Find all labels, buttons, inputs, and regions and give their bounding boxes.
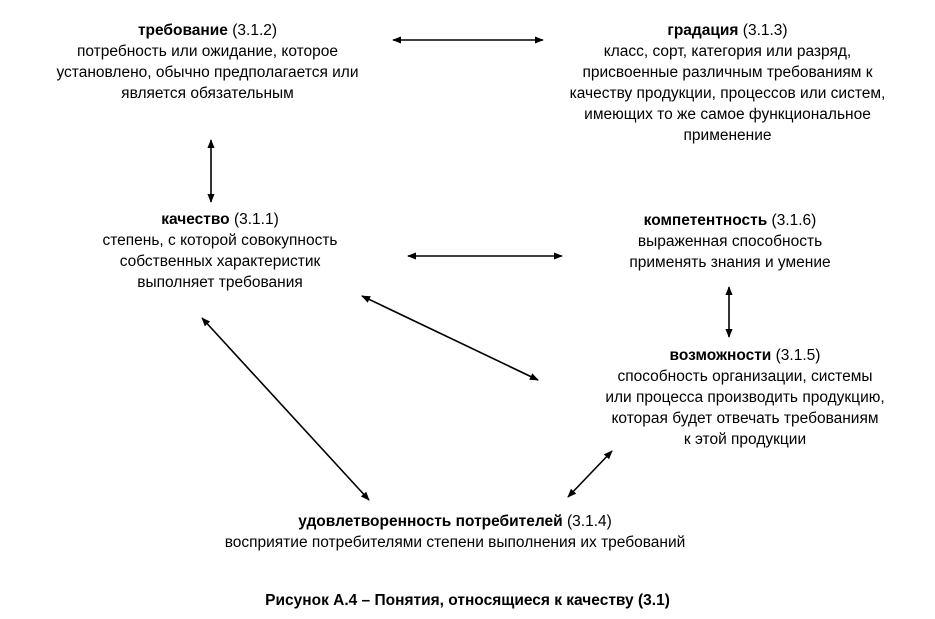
arrow-kachestvo-vozmozhnosti <box>361 295 539 381</box>
definition-line: потребность или ожидание, которое <box>76 43 339 60</box>
concept-ref: (3.1.6) <box>771 212 817 229</box>
definition-line: к этой продукции <box>683 431 807 448</box>
concept-header: качество (3.1.1) <box>60 209 380 230</box>
concept-term: компетентность <box>643 212 768 229</box>
definition-line: или процесса производить продукцию, <box>605 389 885 406</box>
figure-caption: Рисунок А.4 – Понятия, относящиеся к кач… <box>265 592 670 609</box>
concept-definition: потребность или ожидание, которое устано… <box>20 41 395 104</box>
concept-header: компетентность (3.1.6) <box>560 210 900 231</box>
definition-line: качеству продукции, процессов или систем… <box>569 85 886 102</box>
concept-header: возможности (3.1.5) <box>560 345 930 366</box>
concept-term: качество <box>161 211 230 228</box>
definition-line: применять знания и умение <box>629 254 831 271</box>
definition-line: применение <box>683 127 772 144</box>
concept-header: требование (3.1.2) <box>20 20 395 41</box>
definition-line: собственных характеристик <box>119 253 321 270</box>
concept-header: удовлетворенность потребителей (3.1.4) <box>120 511 790 532</box>
concept-term: градация <box>667 22 739 39</box>
definition-line: выраженная способность <box>637 233 823 250</box>
concept-ref: (3.1.1) <box>233 211 279 228</box>
concept-ref: (3.1.3) <box>742 22 788 39</box>
arrow-vozmozhnosti-udovletvorennost <box>567 450 613 498</box>
concept-trebovanie: требование (3.1.2) потребность или ожида… <box>20 20 395 104</box>
definition-line: установлено, обычно предполагается или <box>56 64 359 81</box>
definition-line: имеющих то же самое функциональное <box>584 106 871 123</box>
concept-term: требование <box>137 22 228 39</box>
definition-line: присвоенные различным требованиям к <box>582 64 873 81</box>
concept-definition: восприятие потребителями степени выполне… <box>120 532 790 553</box>
concept-definition: выраженная способность применять знания … <box>560 231 900 273</box>
concept-term: возможности <box>669 347 772 364</box>
concept-term: удовлетворенность потребителей <box>298 513 563 530</box>
definition-line: способность организации, системы <box>617 368 873 385</box>
concept-definition: степень, с которой совокупность собствен… <box>60 230 380 293</box>
definition-line: класс, сорт, категория или разряд, <box>603 43 852 60</box>
concept-kompetentnost: компетентность (3.1.6) выраженная способ… <box>560 210 900 273</box>
concept-ref: (3.1.4) <box>566 513 612 530</box>
concept-definition: способность организации, системы или про… <box>560 366 930 450</box>
concept-udovletvorennost: удовлетворенность потребителей (3.1.4) в… <box>120 511 790 553</box>
concept-ref: (3.1.2) <box>232 22 278 39</box>
definition-line: степень, с которой совокупность <box>102 232 338 249</box>
definition-line: восприятие потребителями степени выполне… <box>224 534 686 551</box>
concept-header: градация (3.1.3) <box>535 20 920 41</box>
concept-vozmozhnosti: возможности (3.1.5) способность организа… <box>560 345 930 450</box>
concept-kachestvo: качество (3.1.1) степень, с которой сово… <box>60 209 380 293</box>
concept-ref: (3.1.5) <box>775 347 821 364</box>
definition-line: которая будет отвечать требованиям <box>611 410 879 427</box>
arrow-kachestvo-udovletvorennost <box>201 317 370 501</box>
definition-line: выполняет требования <box>137 274 303 291</box>
concept-gradatsiya: градация (3.1.3) класс, сорт, категория … <box>535 20 920 146</box>
concept-definition: класс, сорт, категория или разряд, присв… <box>535 41 920 146</box>
definition-line: является обязательным <box>121 85 294 102</box>
